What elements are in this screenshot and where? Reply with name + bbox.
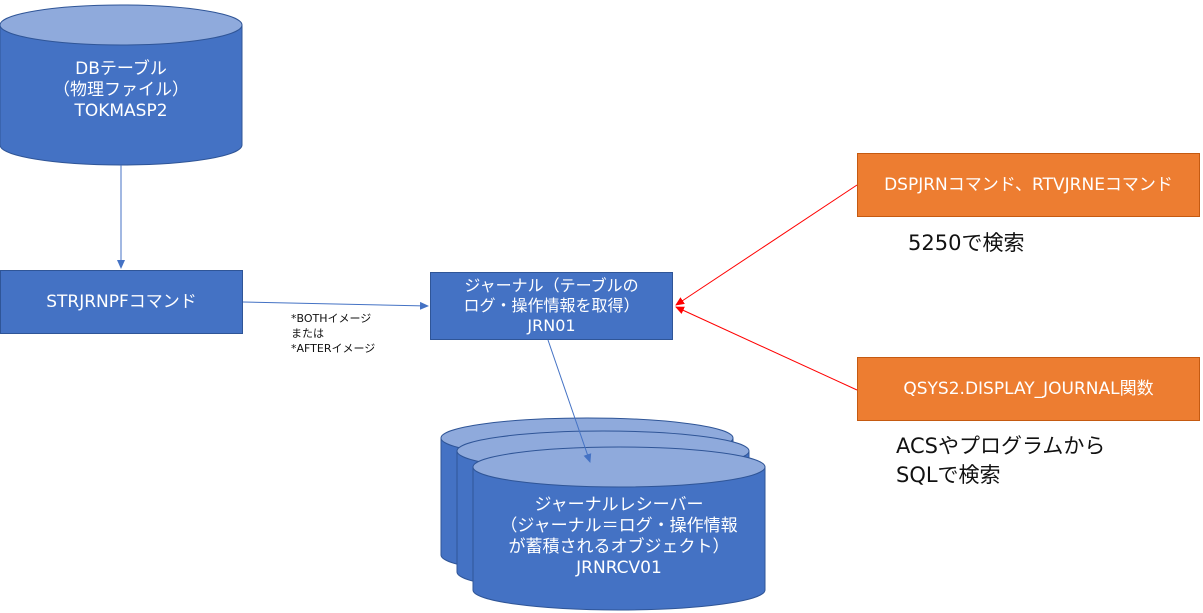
db-table-line3: TOKMASP2 bbox=[74, 101, 168, 121]
journal-line1: ジャーナル（テーブルの bbox=[464, 276, 639, 295]
db-table-line2: （物理ファイル） bbox=[53, 80, 189, 100]
arrow-qsys2-to-journal bbox=[675, 306, 858, 391]
db-table-line1: DBテーブル bbox=[75, 59, 167, 79]
journal-line2: ログ・操作情報を取得） bbox=[463, 296, 640, 315]
image-note-line2: または bbox=[291, 327, 324, 340]
dspjrn-label: DSPJRNコマンド、RTVJRNEコマンド bbox=[884, 174, 1173, 195]
image-type-note: *BOTHイメージ または *AFTERイメージ bbox=[291, 311, 375, 356]
arrow-dspjrn-to-journal bbox=[675, 184, 858, 306]
image-note-line1: *BOTHイメージ bbox=[291, 312, 372, 325]
receiver-line4: JRNRCV01 bbox=[576, 558, 662, 578]
dspjrn-command-box: DSPJRNコマンド、RTVJRNEコマンド bbox=[857, 153, 1200, 217]
db-table-cylinder bbox=[0, 4, 243, 166]
dspjrn-note: 5250で検索 bbox=[908, 229, 1024, 258]
db-table-label: DBテーブル （物理ファイル） TOKMASP2 bbox=[0, 59, 242, 122]
arrow-journal-to-receiver bbox=[547, 339, 592, 463]
arrow-strjrnpf-to-journal bbox=[242, 301, 429, 310]
receiver-line2: （ジャーナル＝ログ・操作情報 bbox=[500, 516, 738, 536]
journal-receiver-label: ジャーナルレシーバー （ジャーナル＝ログ・操作情報 が蓄積されるオブジェクト） … bbox=[473, 495, 765, 579]
journal-line3: JRN01 bbox=[527, 316, 576, 335]
qsys2-label: QSYS2.DISPLAY_JOURNAL関数 bbox=[903, 378, 1154, 399]
receiver-cylinder-front bbox=[472, 446, 766, 611]
strjrnpf-label: STRJRNPFコマンド bbox=[46, 291, 197, 312]
qsys2-note-line1: ACSやプログラムから bbox=[896, 434, 1106, 458]
image-note-line3: *AFTERイメージ bbox=[291, 342, 376, 355]
qsys2-note-line2: SQLで検索 bbox=[896, 463, 1001, 487]
journal-box: ジャーナル（テーブルの ログ・操作情報を取得） JRN01 bbox=[430, 272, 673, 340]
qsys2-note: ACSやプログラムから SQLで検索 bbox=[896, 432, 1105, 490]
receiver-line3: が蓄積されるオブジェクト） bbox=[508, 537, 730, 557]
receiver-line1: ジャーナルレシーバー bbox=[534, 495, 704, 515]
strjrnpf-command-box: STRJRNPFコマンド bbox=[0, 270, 243, 334]
qsys2-function-box: QSYS2.DISPLAY_JOURNAL関数 bbox=[857, 357, 1200, 421]
dspjrn-note-line1: 5250で検索 bbox=[908, 231, 1025, 255]
